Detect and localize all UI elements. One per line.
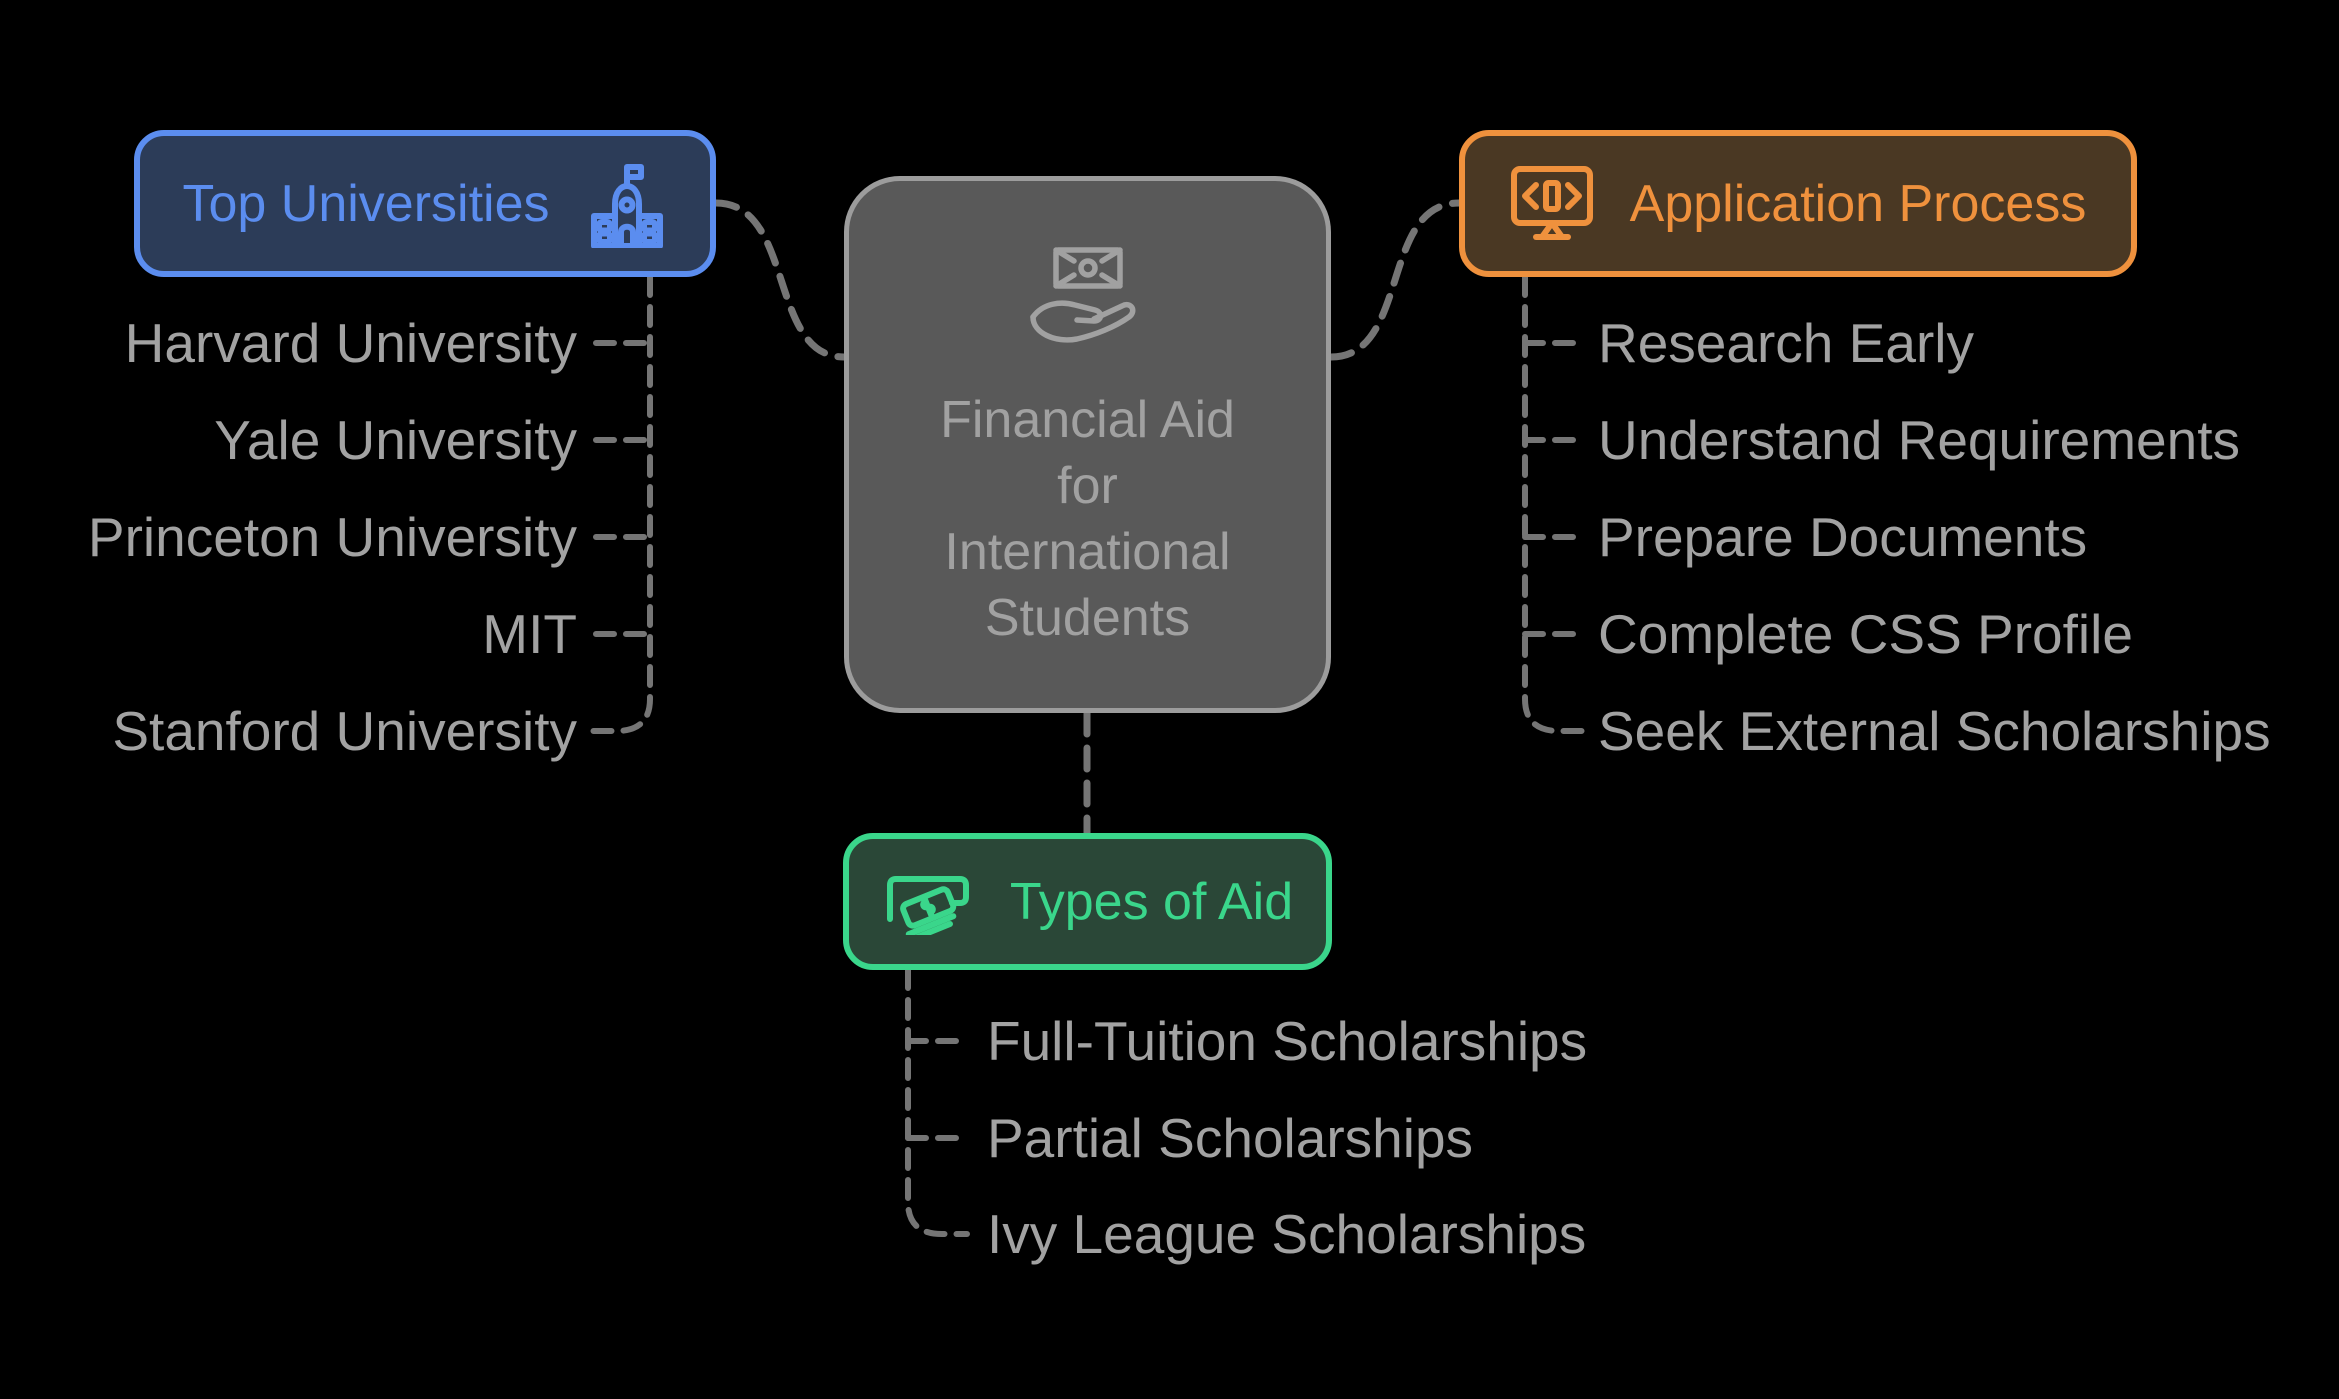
center-node-financial-aid: Financial Aid for International Students (844, 176, 1331, 713)
center-node-label-line: International (944, 523, 1231, 581)
item-research-early: Research Early (1598, 312, 1974, 374)
university-building-icon (590, 163, 663, 248)
branch-label-application-process: Application Process (1629, 174, 2087, 233)
item-seek-external-scholarships: Seek External Scholarships (1598, 700, 2271, 762)
item-partial-scholarships: Partial Scholarships (987, 1107, 1474, 1169)
branch-node-top-universities: Top Universities (134, 130, 716, 277)
item-stanford-university: Stanford University (112, 700, 577, 762)
branch-label-types-of-aid: Types of Aid (1009, 872, 1294, 931)
money-in-hand-icon (1029, 247, 1135, 343)
monitor-code-icon (1510, 165, 1593, 240)
item-ivy-league-scholarships: Ivy League Scholarships (987, 1203, 1587, 1265)
item-prepare-documents: Prepare Documents (1598, 506, 2088, 568)
item-princeton-university: Princeton University (87, 506, 577, 568)
cash-in-slot-icon (886, 875, 969, 935)
item-understand-requirements: Understand Requirements (1598, 409, 2241, 471)
connector-center-to-application-process (1327, 199, 1463, 361)
item-yale-university: Yale University (214, 409, 577, 471)
item-full-tuition-scholarships: Full-Tuition Scholarships (987, 1010, 1588, 1072)
connector-center-to-top-universities (712, 199, 848, 361)
rail-top-universities (588, 274, 653, 734)
branch-node-application-process: Application Process (1459, 130, 2137, 277)
item-complete-css-profile: Complete CSS Profile (1598, 603, 2133, 665)
rail-application-process (1522, 274, 1587, 734)
center-node-label-line: Students (984, 589, 1191, 647)
center-node-label-line: Financial Aid (940, 391, 1235, 449)
branch-label-top-universities: Top Universities (182, 174, 550, 233)
branch-node-types-of-aid: Types of Aid (843, 833, 1332, 970)
rail-types-of-aid (905, 967, 970, 1237)
item-harvard-university: Harvard University (124, 312, 577, 374)
item-mit: MIT (482, 603, 577, 665)
center-node-label-line: for (1057, 457, 1118, 515)
